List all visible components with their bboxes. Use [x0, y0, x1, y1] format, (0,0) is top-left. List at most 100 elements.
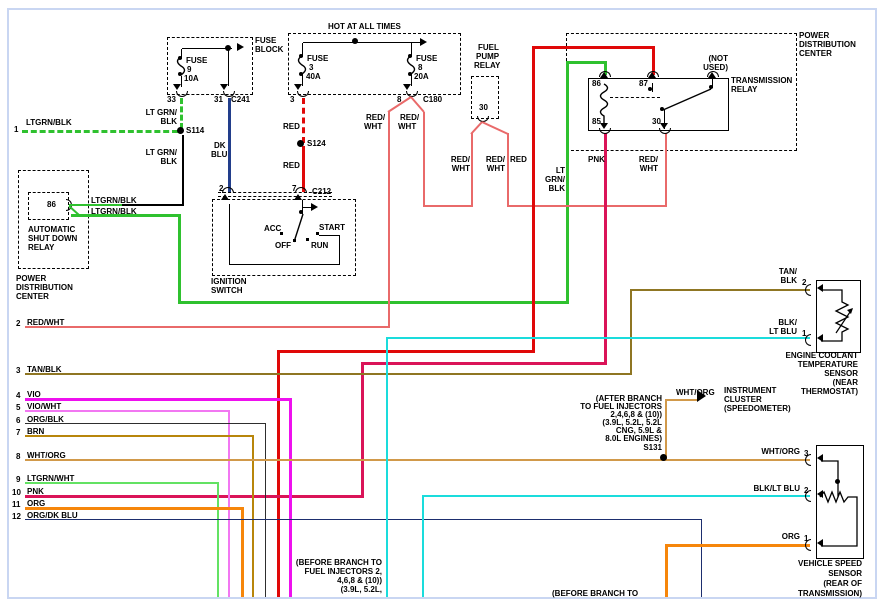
ignition-internal	[229, 204, 230, 265]
connector-c180: C180	[423, 95, 443, 104]
vss-name: (REAR OF	[823, 579, 862, 588]
relay-pin-85: 85	[592, 117, 601, 126]
wire-fp-feed	[471, 133, 473, 207]
wire-red-thick	[277, 350, 535, 353]
fuse-8-number: 8	[418, 63, 423, 72]
ignition-pin-7: 7	[292, 184, 297, 193]
fuse-dot	[408, 72, 412, 76]
ltgrn-blk-wire-label: LTGRN/BLK	[91, 207, 137, 216]
wire-label: TAN/BLK	[27, 365, 62, 374]
org-label: ORG	[781, 532, 800, 541]
red-wht-label: WHT	[451, 164, 470, 173]
pin-3: 3	[290, 95, 295, 104]
wire-relay30-red-wht	[665, 133, 667, 207]
wire-num: 2	[16, 319, 21, 328]
thermistor-arrowhead	[847, 308, 853, 314]
wire-3-tan-blk	[630, 289, 810, 291]
relay-pin-86: 86	[592, 79, 601, 88]
bus-node-dot	[225, 45, 231, 51]
ltgrn-blk-label: LT GRN/	[145, 108, 177, 117]
bus-arrow	[420, 38, 427, 46]
pdc-left-label: DISTRIBUTION	[16, 283, 73, 292]
tan-blk-label: BLK	[780, 276, 797, 285]
wire-label: ORG/DK BLU	[27, 511, 78, 520]
bus-arrow	[237, 43, 244, 51]
red-wht-label: RED/	[366, 113, 386, 122]
after-branch-note: (3.9L, 5.2L, 5.2L	[602, 418, 662, 427]
pin-arrow	[220, 84, 228, 90]
wire-dk-blu	[228, 98, 231, 193]
ignition-start: START	[319, 223, 346, 232]
fuse-3-lead	[302, 43, 303, 57]
connector-arc	[295, 187, 307, 193]
wire-9-ltgrn-wht	[217, 482, 219, 597]
pdc-left-label: POWER	[16, 274, 47, 283]
wire-ltgrn-blk-dashed	[180, 98, 183, 129]
wire-num: 3	[16, 366, 21, 375]
relay-pin-87: 87	[639, 79, 648, 88]
not-used-label: (NOT	[708, 54, 728, 63]
frame-right	[875, 8, 877, 599]
ignition-switch-label: IGNITION	[211, 277, 247, 286]
pdc-right-label: DISTRIBUTION	[799, 40, 856, 49]
connector-c212: C212	[312, 187, 332, 196]
red-wht-label: WHT	[486, 164, 505, 173]
wire-fp-out	[507, 205, 667, 207]
c180-fork	[387, 96, 425, 113]
vss-coil-icon	[819, 460, 858, 547]
wire-12-org-dk-blu	[701, 519, 702, 597]
wire-blk-lt-blu-2	[422, 495, 810, 497]
fuse-9-icon	[176, 56, 186, 76]
blk-ltblu-label: LT BLU	[769, 327, 797, 336]
cluster-name: (SPEEDOMETER)	[724, 404, 791, 413]
before-branch-note: (BEFORE BRANCH TO	[552, 589, 639, 598]
ect-name: SENSOR	[824, 369, 858, 378]
wire-10-pnk	[25, 495, 364, 498]
pin-arrow	[660, 123, 668, 129]
fuse-block-name: BLOCK	[255, 45, 284, 54]
relay-contact-dot	[709, 85, 713, 89]
fuel-pump-relay-label: FUEL	[478, 43, 499, 52]
pin-33: 33	[167, 95, 176, 104]
ignition-pivot-dot	[299, 210, 303, 214]
connector-arc	[707, 71, 719, 77]
fuse-9-lead	[181, 49, 182, 59]
red-wht-label: RED/	[450, 155, 470, 164]
wire-num: 12	[12, 512, 21, 521]
vss-pin-3: 3	[804, 449, 809, 458]
wire-5-vio-wht	[228, 410, 230, 597]
wire-8-branch	[665, 399, 698, 401]
wire-9-ltgrn-wht	[25, 482, 218, 484]
fuse-3-icon	[297, 55, 307, 75]
wire-num: 6	[16, 416, 21, 425]
pin-arrow	[403, 84, 411, 90]
wire-num: 4	[16, 391, 21, 400]
fuel-pump-relay-label: RELAY	[474, 61, 501, 70]
wire-8-branch	[665, 399, 667, 460]
wire-7-brn	[252, 435, 254, 597]
wht-org-label: WHT/ORG	[761, 447, 800, 456]
pnk-label: PNK	[588, 155, 605, 164]
fuse-3-lead	[302, 74, 303, 86]
splice-s131-dot	[660, 454, 667, 461]
red-label: RED	[283, 161, 300, 170]
splice-s124-dot	[297, 140, 304, 147]
ignition-run-dot	[306, 238, 309, 241]
wire-org-vss	[665, 544, 810, 547]
red-wht-label: WHT	[364, 122, 383, 131]
splice-s114-dot	[177, 127, 184, 134]
ect-name: (NEAR	[832, 378, 858, 387]
fuse-3-number: 3	[309, 63, 314, 72]
wire-label: VIO/WHT	[27, 402, 62, 411]
pin-arrow	[817, 334, 823, 342]
wire-ltgrn-blk-run	[566, 61, 569, 303]
fuse-8-label: FUSE	[416, 54, 438, 63]
ignition-start-dot	[316, 232, 319, 235]
red-wht-label: WHT	[398, 122, 417, 131]
c212-connector-line	[218, 192, 332, 193]
red-wht-label: WHT	[639, 164, 658, 173]
wire-num: 11	[12, 500, 21, 509]
lt-grn-blk-label: BLK	[548, 184, 565, 193]
connector-arc	[805, 284, 811, 296]
